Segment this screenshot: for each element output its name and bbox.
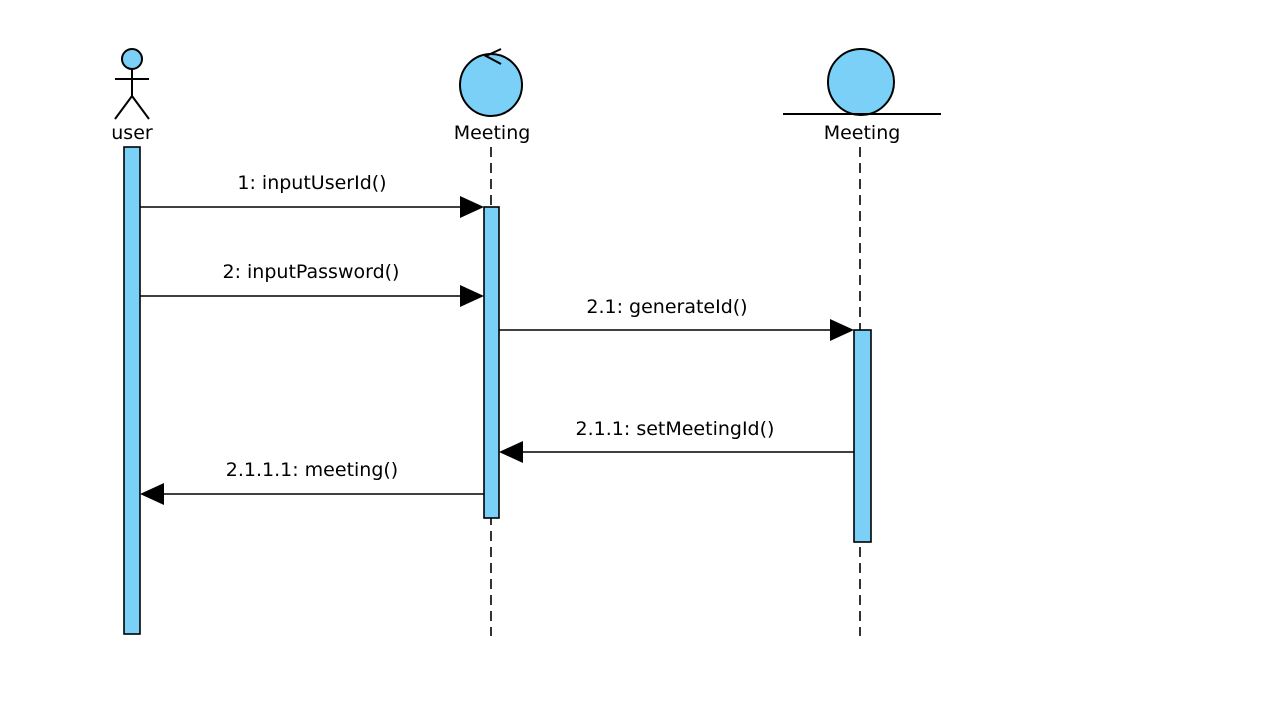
message-2-1-1-1[interactable]: 2.1.1.1: meeting(): [140, 459, 484, 505]
message-2-1-1[interactable]: 2.1.1: setMeetingId(): [499, 418, 854, 463]
arrowhead-icon: [499, 441, 523, 463]
message-2[interactable]: 2: inputPassword(): [140, 261, 484, 307]
message-2-1-1-label: 2.1.1: setMeetingId(): [576, 418, 775, 440]
participant-meeting-control[interactable]: Meeting: [454, 48, 531, 144]
arrowhead-icon: [140, 483, 164, 505]
participant-meeting-entity[interactable]: Meeting: [783, 48, 941, 144]
message-2-1-1-1-label: 2.1.1.1: meeting(): [226, 459, 398, 481]
entity-icon: [783, 48, 941, 116]
message-2-1[interactable]: 2.1: generateId(): [499, 296, 854, 341]
message-2-1-label: 2.1: generateId(): [586, 296, 747, 318]
participant-label-user: user: [111, 122, 153, 144]
control-icon: [459, 48, 523, 117]
activation-bar-meeting-entity: [853, 329, 872, 543]
activation-bar-user: [123, 146, 141, 635]
arrowhead-icon: [460, 196, 484, 218]
participant-user[interactable]: user: [111, 48, 153, 144]
message-1[interactable]: 1: inputUserId(): [140, 172, 484, 218]
arrowhead-icon: [830, 319, 854, 341]
participant-label-meeting-control: Meeting: [454, 122, 531, 144]
message-2-label: 2: inputPassword(): [223, 261, 400, 283]
arrowhead-icon: [460, 285, 484, 307]
actor-icon: [114, 48, 150, 120]
message-1-label: 1: inputUserId(): [237, 172, 386, 194]
activation-bar-meeting-control: [483, 206, 500, 519]
participant-label-meeting-entity: Meeting: [824, 122, 901, 144]
